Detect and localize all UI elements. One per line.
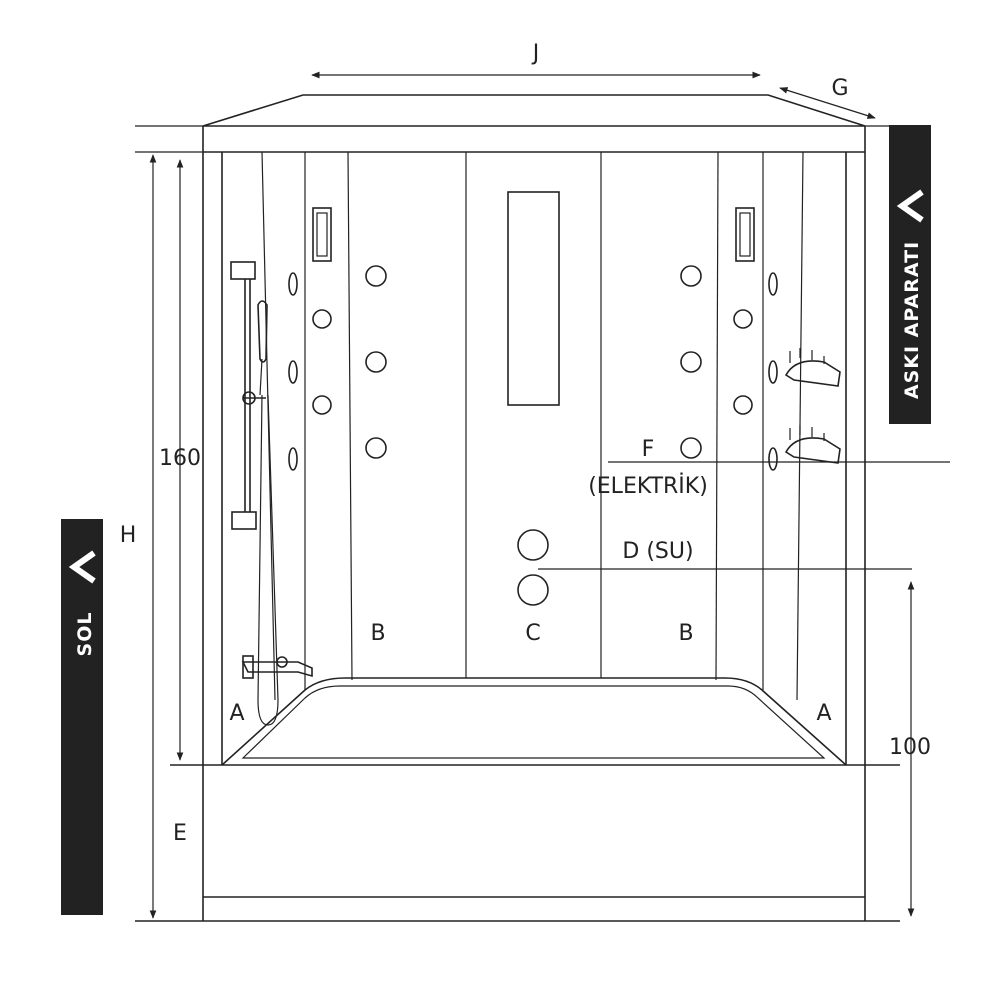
center-display-panel bbox=[507, 191, 560, 406]
wall-panels bbox=[261, 151, 804, 701]
base-label: E bbox=[173, 821, 187, 846]
left-tab: SOL bbox=[61, 519, 103, 915]
side-panel-right-label: A bbox=[816, 701, 831, 726]
width-label: J bbox=[531, 41, 540, 66]
jet bbox=[768, 447, 778, 471]
right-tab-label: ASKI APARATI bbox=[901, 241, 923, 399]
tray-height-value: 100 bbox=[889, 735, 931, 760]
jet bbox=[365, 437, 387, 459]
electric-text-label: (ELEKTRİK) bbox=[588, 473, 708, 499]
jet bbox=[288, 360, 298, 384]
left-tab-label: SOL bbox=[74, 612, 96, 657]
height-label: H bbox=[120, 523, 137, 548]
depth-label: G bbox=[831, 76, 848, 101]
jet bbox=[768, 272, 778, 296]
jet bbox=[288, 272, 298, 296]
right-tab: ASKI APARATI bbox=[889, 125, 931, 424]
jet bbox=[365, 265, 387, 287]
jet bbox=[733, 395, 753, 415]
side-light-right bbox=[735, 207, 755, 262]
center-panel-label: C bbox=[525, 621, 540, 646]
jet bbox=[365, 351, 387, 373]
panel-right-label: B bbox=[678, 621, 693, 646]
cabin-height-value: 160 bbox=[159, 446, 201, 471]
jet bbox=[288, 447, 298, 471]
jet bbox=[680, 265, 702, 287]
water-label: D (SU) bbox=[622, 539, 693, 564]
massage-jets bbox=[288, 265, 778, 606]
shower-tray bbox=[221, 677, 847, 766]
jet bbox=[680, 351, 702, 373]
side-light-left bbox=[312, 207, 332, 262]
cabin-roof bbox=[135, 94, 890, 153]
jet bbox=[680, 437, 702, 459]
chevron-left-icon bbox=[896, 189, 924, 223]
side-panel-left-label: A bbox=[229, 701, 244, 726]
panel-left-label: B bbox=[370, 621, 385, 646]
jet bbox=[768, 360, 778, 384]
jet bbox=[312, 309, 332, 329]
chevron-left-icon bbox=[68, 550, 96, 584]
hand-shower-rail bbox=[230, 261, 313, 726]
jet bbox=[733, 309, 753, 329]
control-knob bbox=[517, 574, 549, 606]
cabin-body bbox=[135, 152, 900, 922]
control-knob bbox=[517, 529, 549, 561]
depth-dimension-line bbox=[779, 87, 876, 119]
corner-shelves bbox=[784, 348, 841, 464]
jet bbox=[312, 395, 332, 415]
electric-letter-label: F bbox=[642, 437, 655, 462]
